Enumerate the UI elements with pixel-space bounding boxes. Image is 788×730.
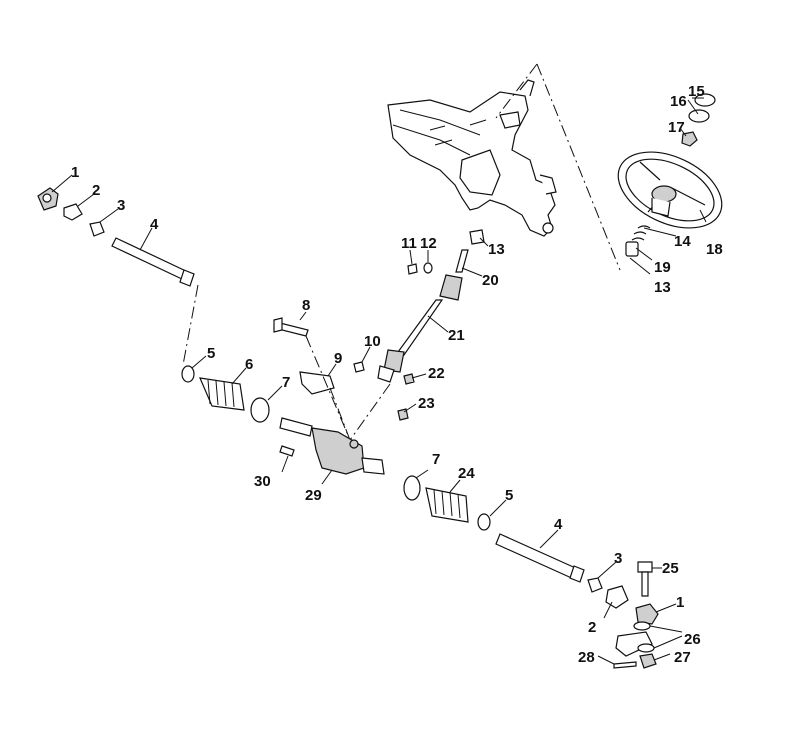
callout-4-right: 4 (554, 516, 563, 533)
nut-3-left (89, 221, 105, 237)
tie-rod-4-left (111, 237, 195, 287)
callout-6: 6 (245, 356, 253, 373)
bushing-13 (469, 229, 485, 245)
callout-25: 25 (662, 560, 679, 577)
callout-11: 11 (401, 235, 417, 252)
callout-15: 15 (688, 83, 705, 100)
callout-23: 23 (418, 395, 435, 412)
callout-22: 22 (428, 365, 445, 382)
frame-section (387, 79, 557, 237)
callout-4-left: 4 (150, 216, 159, 233)
nut-22 (403, 373, 415, 385)
callout-labels: 1 2 3 4 5 6 7 8 9 10 11 12 13 20 21 22 2… (71, 83, 723, 666)
horn-cap-15-16 (688, 93, 716, 123)
clamp-7-right (403, 475, 421, 501)
clamp-5-left (181, 365, 195, 383)
bolt-10 (353, 361, 365, 373)
callout-1-left: 1 (71, 164, 79, 181)
steering-wheel (617, 151, 723, 229)
callout-29: 29 (305, 487, 322, 504)
callout-21: 21 (448, 327, 465, 344)
bracket-9 (299, 371, 335, 395)
nut-3-right (587, 577, 603, 593)
callout-5-right: 5 (505, 487, 513, 504)
callout-13-wheel: 13 (654, 279, 671, 296)
leader-lines (51, 97, 707, 665)
callout-16: 16 (670, 93, 687, 110)
steering-rack-29 (279, 417, 385, 475)
callout-26: 26 (684, 631, 701, 648)
callout-2-right: 2 (588, 619, 596, 636)
ball-joint-2-left (63, 203, 83, 221)
callout-1-right: 1 (676, 594, 684, 611)
nut-23 (397, 408, 409, 421)
ball-joint-2-right (605, 585, 629, 609)
clamp-5-right (477, 513, 491, 531)
callout-14: 14 (674, 233, 691, 250)
callout-8: 8 (302, 297, 310, 314)
callout-2-left: 2 (92, 182, 100, 199)
callout-27: 27 (674, 649, 691, 666)
clamp-7-left (250, 397, 270, 423)
callout-24: 24 (458, 465, 475, 482)
callout-13-upper: 13 (488, 241, 505, 258)
callout-5-left: 5 (207, 345, 215, 362)
tie-rod-4-right (495, 533, 585, 583)
callout-17: 17 (668, 119, 685, 136)
boot-24 (425, 487, 469, 523)
callout-20: 20 (482, 272, 499, 289)
washer-12 (423, 262, 433, 274)
bolt-8 (273, 317, 309, 337)
bolt-11 (407, 263, 418, 275)
cotter-pin-28 (613, 661, 637, 669)
spring-14-19 (625, 225, 651, 257)
callout-28: 28 (578, 649, 595, 666)
callout-30: 30 (254, 473, 271, 490)
frame-wheel-leader (495, 63, 621, 271)
callout-3-right: 3 (614, 550, 622, 567)
callout-7-right: 7 (432, 451, 440, 468)
bolt-25 (637, 561, 653, 597)
upper-shaft-20-21 (377, 249, 469, 383)
callout-10: 10 (364, 333, 381, 350)
boot-6 (199, 377, 245, 411)
callout-18: 18 (706, 241, 723, 258)
bolt-30 (279, 445, 295, 457)
callout-3-left: 3 (117, 197, 125, 214)
tie-rod-end-1-left (37, 187, 59, 211)
tie-rod-end-1-right (635, 603, 659, 625)
nut-27 (639, 653, 657, 669)
callout-12: 12 (420, 235, 437, 252)
callout-19: 19 (654, 259, 671, 276)
callout-9: 9 (334, 350, 342, 367)
callout-7-left: 7 (282, 374, 290, 391)
